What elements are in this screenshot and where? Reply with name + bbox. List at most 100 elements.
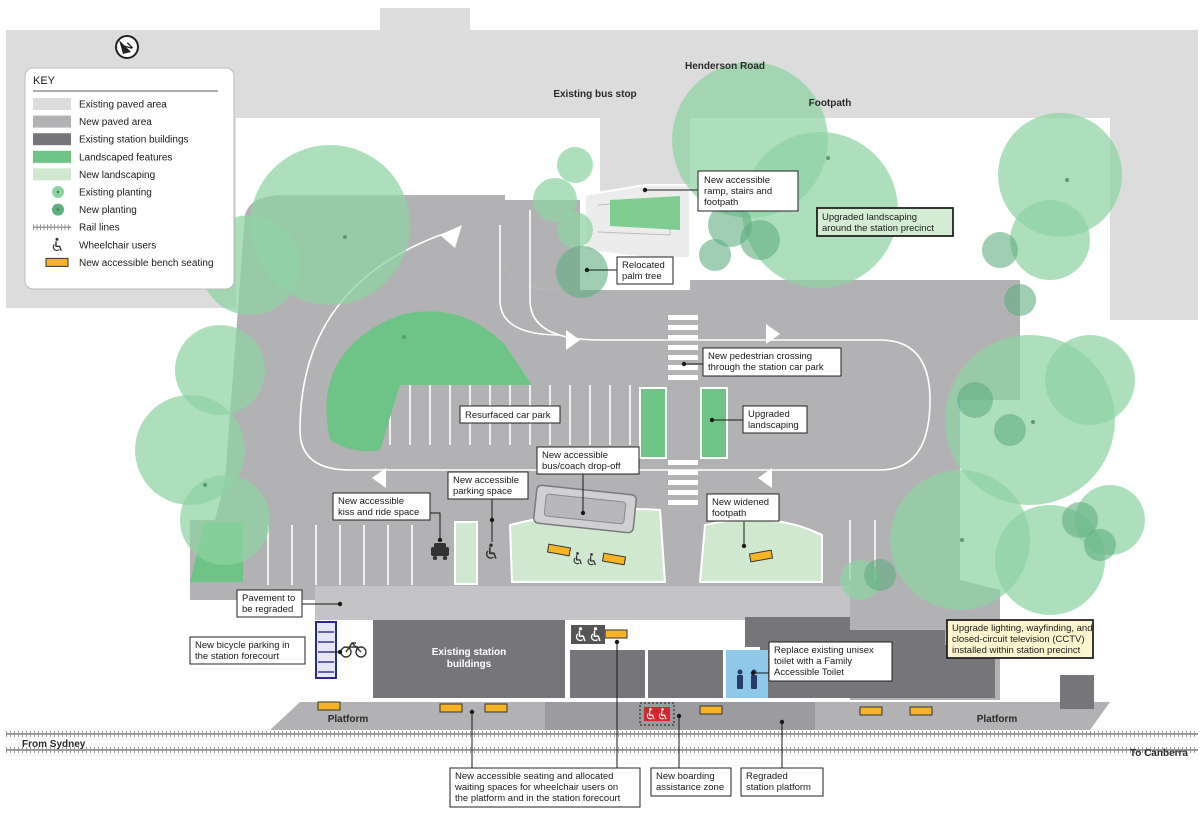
- key-swatch-2: [33, 133, 71, 146]
- platform-right-label: Platform: [977, 714, 1018, 725]
- rail-lines: [6, 731, 1198, 753]
- key-swatch-1: [33, 115, 71, 128]
- svg-text:Accessible Toilet: Accessible Toilet: [774, 667, 844, 678]
- svg-text:closed-circuit television (CCT: closed-circuit television (CCTV): [952, 634, 1085, 645]
- callout-crossing: New pedestrian crossing through the stat…: [702, 347, 842, 377]
- key-swatch-0: [33, 98, 71, 110]
- callout-car-park: Resurfaced car park: [459, 405, 561, 424]
- accessible-bench-seating: [317, 543, 933, 716]
- svg-text:assistance zone: assistance zone: [656, 782, 724, 793]
- from-sydney-label: From Sydney: [22, 739, 86, 750]
- svg-text:Upgrade lighting, wayfinding,: Upgrade lighting, wayfinding, and: [952, 623, 1092, 634]
- svg-text:be regraded: be regraded: [242, 604, 293, 615]
- callout-toilet: Replace existing unisex toilet with a Fa…: [768, 641, 893, 682]
- key-title: KEY: [33, 75, 56, 87]
- key-label-0: Existing paved area: [79, 100, 167, 111]
- leader-lines: [302, 189, 783, 768]
- svg-text:New widened: New widened: [712, 497, 769, 508]
- svg-text:New accessible seating and all: New accessible seating and allocated: [455, 771, 613, 782]
- svg-text:Pavement to: Pavement to: [242, 593, 295, 604]
- svg-text:kiss and ride space: kiss and ride space: [338, 507, 419, 518]
- callout-upgraded-precinct: Upgraded landscaping around the station …: [816, 207, 954, 237]
- key-label-4: New landscaping: [79, 170, 155, 181]
- footpath-label: Footpath: [809, 98, 852, 109]
- svg-text:Relocated: Relocated: [622, 260, 665, 271]
- ramp-structure: [584, 184, 691, 259]
- svg-text:station platform: station platform: [746, 782, 811, 793]
- tree-centres: [203, 156, 1069, 542]
- bicycle-parking: [315, 621, 367, 679]
- station-buildings-label-2: buildings: [447, 659, 492, 670]
- key-label-8: Wheelchair users: [79, 240, 156, 251]
- callout-boarding: New boarding assistance zone: [650, 767, 732, 797]
- key-label-6: New planting: [79, 205, 137, 216]
- callout-widened-footpath: New widened footpath: [706, 493, 780, 522]
- bicycle-icon: [340, 641, 367, 658]
- kiss-and-ride-car-icon: [431, 543, 449, 561]
- station-buildings-label-1: Existing station: [432, 647, 506, 658]
- pedestrian-crossing: [668, 315, 698, 505]
- key-label-9: New accessible bench seating: [79, 258, 214, 269]
- callout-upgraded-landscaping: Upgraded landscaping: [742, 405, 808, 434]
- svg-text:landscaping: landscaping: [748, 420, 799, 431]
- svg-text:New accessible: New accessible: [704, 175, 770, 186]
- svg-text:New accessible: New accessible: [542, 450, 608, 461]
- family-accessible-toilet: [726, 650, 768, 698]
- svg-text:footpath: footpath: [704, 197, 738, 208]
- svg-text:palm tree: palm tree: [622, 271, 662, 282]
- car-park-markings: [267, 210, 931, 585]
- leader-dots: [337, 187, 785, 725]
- svg-text:the station forecourt: the station forecourt: [195, 651, 279, 662]
- svg-text:Replace existing unisex: Replace existing unisex: [774, 645, 874, 656]
- boarding-assistance-zone: [639, 702, 675, 726]
- svg-text:New accessible: New accessible: [453, 475, 519, 486]
- henderson-road-label: Henderson Road: [685, 61, 765, 72]
- key-label-1: New paved area: [79, 117, 152, 128]
- svg-text:the platform and in the statio: the platform and in the station forecour…: [455, 793, 621, 804]
- svg-text:Upgraded: Upgraded: [748, 409, 790, 420]
- callout-seating: New accessible seating and allocated wai…: [449, 767, 641, 808]
- svg-text:Regraded: Regraded: [746, 771, 788, 782]
- callout-ramp: New accessible ramp, stairs and footpath: [697, 170, 799, 212]
- key-label-2: Existing station buildings: [79, 135, 189, 146]
- svg-text:toilet with a Family: toilet with a Family: [774, 656, 852, 667]
- svg-text:bus/coach drop-off: bus/coach drop-off: [542, 461, 621, 472]
- key-swatch-9: [45, 257, 69, 267]
- key-swatch-3: [33, 150, 71, 163]
- key-swatch-4: [33, 168, 71, 181]
- svg-text:New pedestrian crossing: New pedestrian crossing: [708, 351, 812, 362]
- callout-palm: Relocated palm tree: [616, 256, 674, 285]
- key-swatch-6: [52, 203, 64, 216]
- key-label-5: Existing planting: [79, 188, 152, 199]
- to-canberra-label: To Canberra: [1130, 748, 1189, 759]
- wheelchair-icons: [485, 543, 605, 644]
- svg-text:ramp, stairs and: ramp, stairs and: [704, 186, 772, 197]
- key-swatch-5: [52, 186, 64, 198]
- svg-text:Upgraded landscaping: Upgraded landscaping: [822, 212, 917, 223]
- svg-text:through the station car park: through the station car park: [708, 362, 824, 373]
- svg-text:footpath: footpath: [712, 508, 746, 519]
- svg-text:New accessible: New accessible: [338, 496, 404, 507]
- callout-bicycle: New bicycle parking in the station forec…: [189, 636, 306, 665]
- svg-text:parking space: parking space: [453, 486, 512, 497]
- bus-coach-vehicle: [533, 484, 637, 534]
- svg-text:Resurfaced car park: Resurfaced car park: [465, 410, 551, 421]
- traffic-arrows: [372, 225, 780, 488]
- bus-stop-label: Existing bus stop: [553, 89, 636, 100]
- callout-regraded-platform: Regraded station platform: [740, 767, 824, 797]
- callout-parking-space: New accessible parking space: [447, 471, 529, 500]
- new-planting: [556, 203, 1116, 591]
- svg-text:waiting spaces for wheelchair: waiting spaces for wheelchair users on: [454, 782, 618, 793]
- svg-text:around the station precinct: around the station precinct: [822, 223, 934, 234]
- svg-text:installed within station preci: installed within station precinct: [952, 645, 1081, 656]
- callout-pavement: Pavement to be regraded: [236, 589, 303, 618]
- callout-kiss-ride: New accessible kiss and ride space: [332, 492, 431, 521]
- existing-paved-areas: [6, 8, 1198, 320]
- key-label-3: Landscaped features: [79, 152, 172, 163]
- svg-text:New bicycle parking in: New bicycle parking in: [195, 640, 290, 651]
- svg-text:New boarding: New boarding: [656, 771, 715, 782]
- callout-lighting: Upgrade lighting, wayfinding, and closed…: [946, 619, 1094, 659]
- callout-bus-dropoff: New accessible bus/coach drop-off: [536, 446, 640, 475]
